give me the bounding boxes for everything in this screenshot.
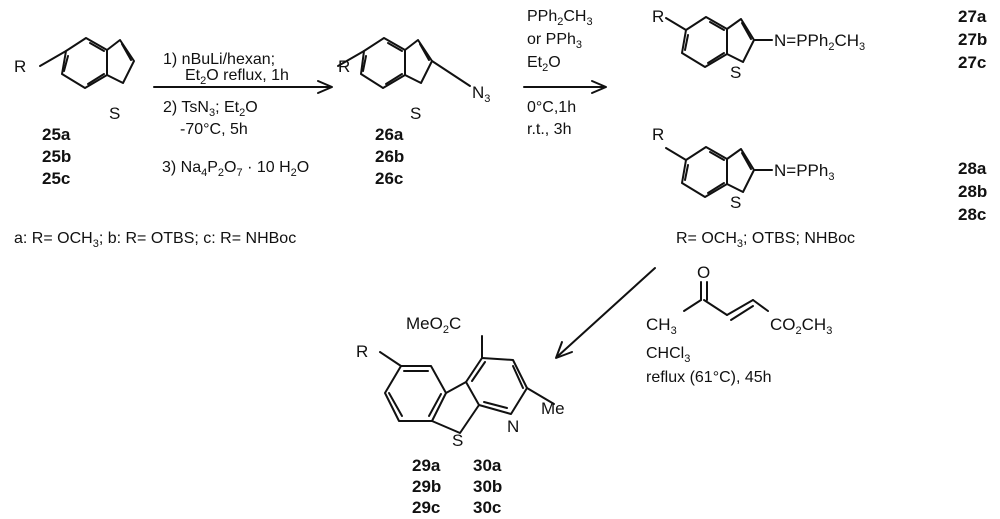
step2-line4: 0°C,1h — [527, 99, 576, 116]
step1-line1: 1) nBuLi/hexan; — [163, 51, 275, 68]
step3-line1: CHCl3 — [646, 345, 690, 365]
compound-25a-label: 25a — [42, 125, 71, 144]
compound-27b-label: 27b — [958, 30, 987, 49]
compound-26a-label: 26a — [375, 125, 404, 144]
compound-25c-label: 25c — [42, 169, 70, 188]
azide-label: N3 — [472, 83, 490, 105]
enone-ester-label: CO2CH3 — [770, 315, 832, 337]
step2-line1: PPh2CH3 — [527, 8, 593, 28]
compound-26c-label: 26c — [375, 169, 403, 188]
ketone-methyl-label: CH3 — [646, 315, 677, 337]
compound-27a-label: 27a — [958, 7, 987, 26]
compound-30a-label: 30a — [473, 456, 502, 475]
step2-line5: r.t., 3h — [527, 121, 571, 138]
step3-line2: reflux (61°C), 45h — [646, 369, 772, 386]
compound-29c-label: 29c — [412, 498, 440, 517]
sulfur-label: S — [452, 431, 463, 450]
compound-28a-label: 28a — [958, 159, 987, 178]
compound-29b-label: 29b — [412, 477, 441, 496]
step1-line5: 3) Na4P2O7 · 10 H2O — [162, 159, 309, 179]
pyridine-nitrogen-label: N — [507, 417, 519, 436]
reaction-arrow-2 — [523, 80, 607, 94]
compound-30c-label: 30c — [473, 498, 501, 517]
compound-28c-label: 28c — [958, 205, 986, 224]
step1-line3: 2) TsN3; Et2O — [163, 99, 258, 119]
compound-30b-label: 30b — [473, 477, 502, 496]
r-group-label: R — [338, 57, 350, 76]
compound-25-structure — [39, 37, 135, 89]
step1-line2: Et2O reflux, 1h — [185, 67, 289, 87]
ketone-oxygen-label: O — [697, 263, 710, 282]
reaction-arrow-3 — [555, 267, 656, 359]
compound-27c-label: 27c — [958, 53, 986, 72]
compound-27-structure — [665, 16, 773, 68]
substituent-legend-right: R= OCH3; OTBS; NHBoc — [676, 230, 855, 250]
compound-28b-label: 28b — [958, 182, 987, 201]
sulfur-label: S — [410, 104, 421, 123]
imine-27-label: N=PPh2CH3 — [774, 31, 865, 53]
step1-line4: -70°C, 5h — [180, 121, 248, 138]
imine-28-label: N=PPh3 — [774, 161, 834, 183]
compound-29-30-structure — [379, 335, 555, 434]
sulfur-label: S — [730, 63, 741, 82]
ester-label: MeO2C — [406, 314, 461, 336]
compound-26-structure — [337, 37, 471, 89]
step2-line3: Et2O — [527, 54, 561, 74]
sulfur-label: S — [730, 193, 741, 212]
compound-29a-label: 29a — [412, 456, 441, 475]
methyl-label: Me — [541, 399, 565, 418]
substituent-legend-left: a: R= OCH3; b: R= OTBS; c: R= NHBoc — [14, 230, 296, 250]
r-group-label: R — [14, 57, 26, 76]
r-group-label: R — [652, 7, 664, 26]
r-group-label: R — [652, 125, 664, 144]
reaction-arrow-1 — [153, 80, 333, 94]
enone-reagent-structure — [683, 281, 769, 321]
compound-28-structure — [665, 146, 773, 198]
r-group-label: R — [356, 342, 368, 361]
compound-26b-label: 26b — [375, 147, 404, 166]
compound-25b-label: 25b — [42, 147, 71, 166]
step2-line2: or PPh3 — [527, 31, 582, 51]
sulfur-label: S — [109, 104, 120, 123]
